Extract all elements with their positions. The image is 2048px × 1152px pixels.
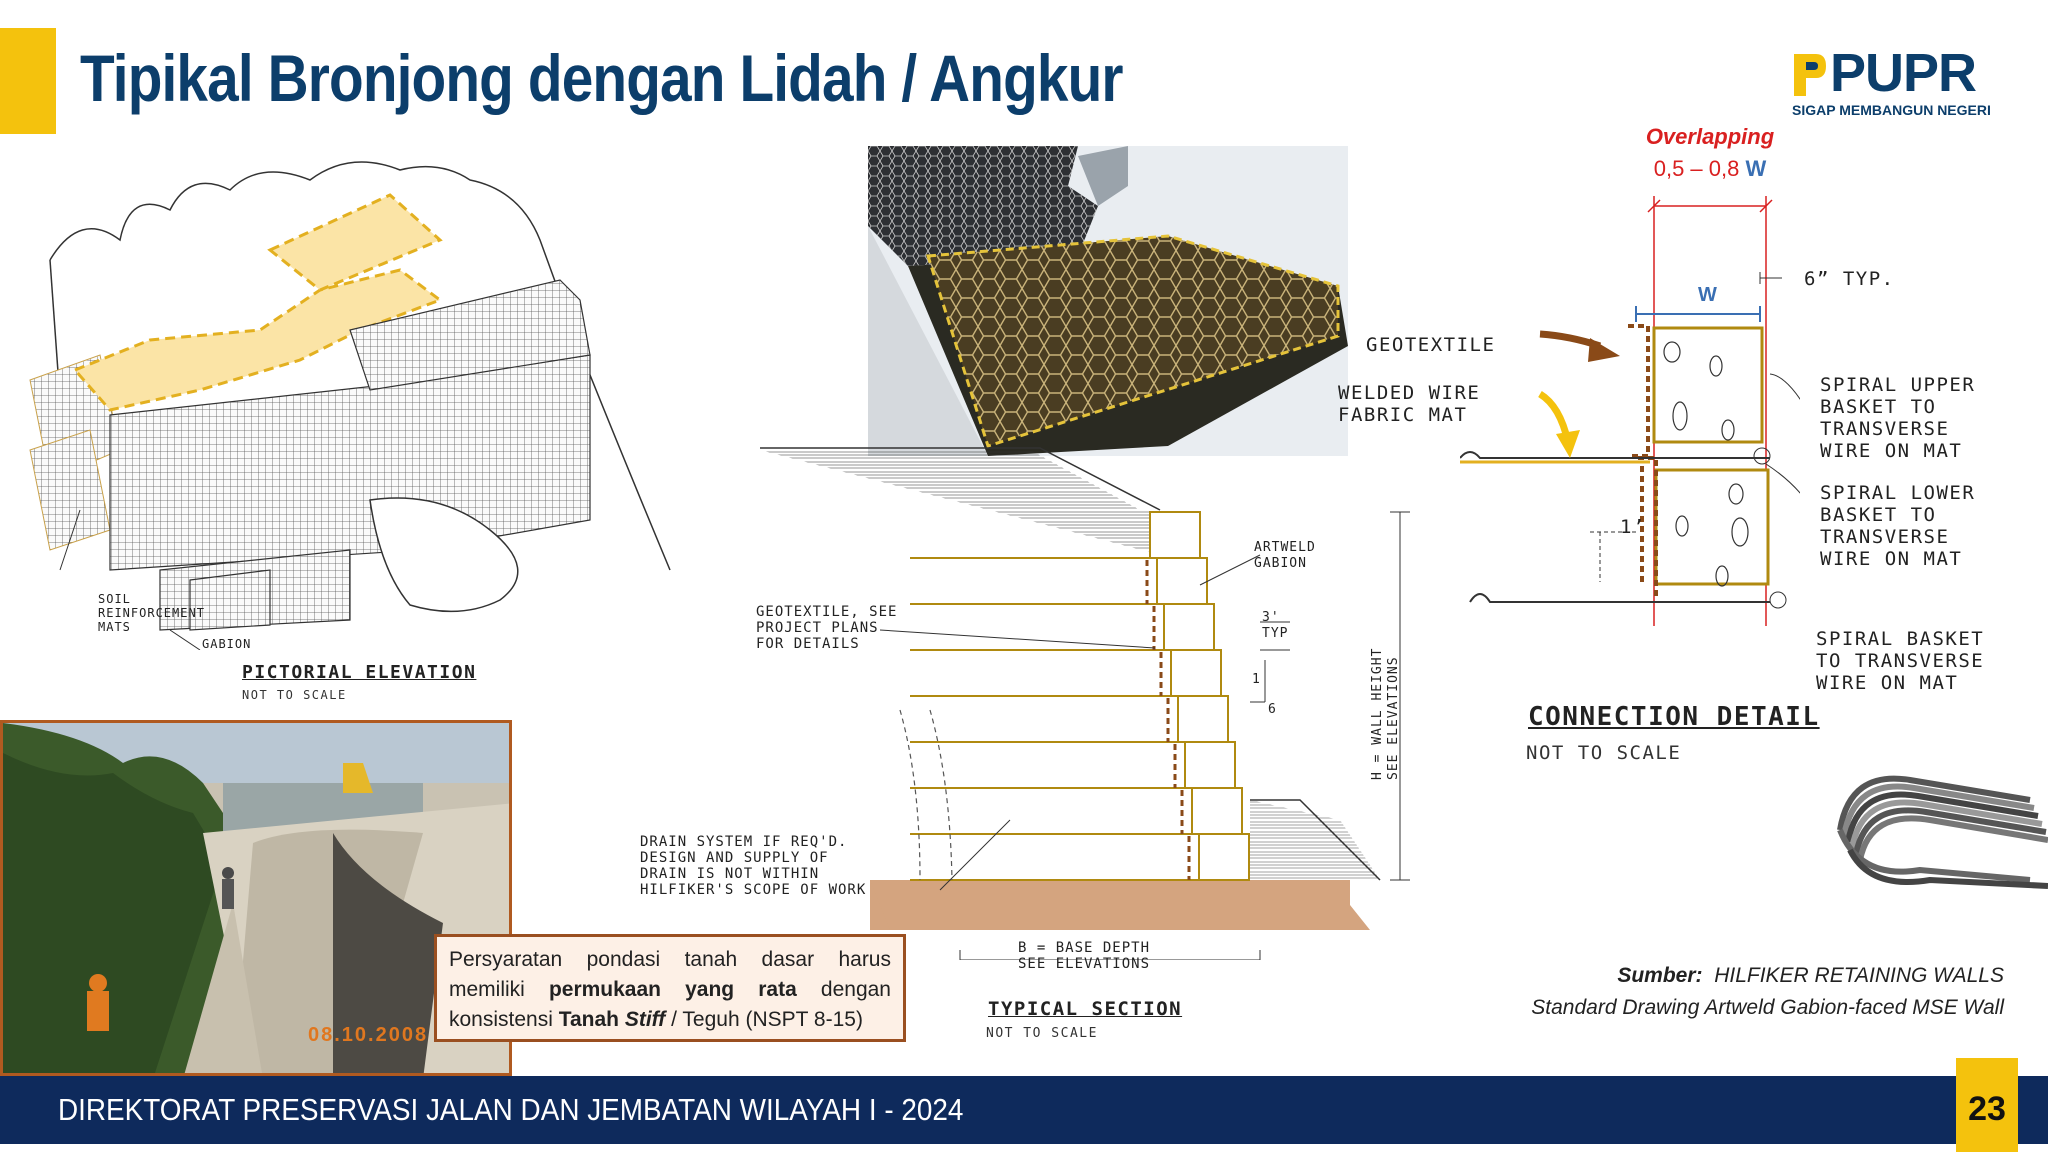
overlap-range-unit: W (1745, 156, 1767, 181)
source-label: Sumber: (1617, 964, 1703, 987)
pupr-emblem-icon (1794, 54, 1826, 96)
label-artweld-gabion: ARTWELD GABION (1254, 540, 1316, 571)
note-bold-italic: Stiff (624, 1008, 666, 1031)
typical-section-title: TYPICAL SECTION (988, 998, 1183, 1020)
label-w: W (1698, 284, 1717, 306)
page-title: Tipikal Bronjong dengan Lidah / Angkur (80, 41, 1123, 115)
label-slope-1: 1 (1252, 672, 1261, 687)
source-line-2: Standard Drawing Artweld Gabion-faced MS… (1531, 996, 2004, 1019)
note-bold-2: Tanah (558, 1008, 625, 1031)
note-text-1: Persyaratan pondasi tanah dasar harus me… (449, 948, 891, 1001)
connection-detail-drawing (1460, 196, 1800, 626)
label-drain-system: DRAIN SYSTEM IF REQ'D. DESIGN AND SUPPLY… (640, 834, 867, 898)
gabion-mattress-photo (868, 146, 1348, 456)
foundation-requirement-note: Persyaratan pondasi tanah dasar harus me… (434, 934, 906, 1042)
footer-bar (0, 1076, 2048, 1144)
label-welded-wire: WELDED WIRE FABRIC MAT (1338, 382, 1481, 426)
overlap-range-value: 0,5 – 0,8 (1653, 156, 1746, 181)
spiral-coil-photo (1837, 775, 2048, 889)
photo-date-stamp: 08.10.2008 (308, 1024, 429, 1046)
title-accent-bar (0, 28, 56, 134)
site-excavation-photo (0, 720, 512, 1076)
logo-text: PUPR (1830, 43, 1977, 103)
overlap-range: 0,5 – 0,8 W (1610, 156, 1810, 182)
overlap-title: Overlapping (1645, 124, 1775, 149)
label-wall-height: H = WALL HEIGHT SEE ELEVATIONS (1370, 647, 1401, 780)
logo-tagline: SIGAP MEMBANGUN NEGERI (1792, 102, 1991, 118)
note-bold-1: permukaan yang rata (548, 978, 797, 1001)
page-number: 23 (1968, 1090, 2006, 1128)
typical-section-subtitle: NOT TO SCALE (986, 1026, 1098, 1041)
label-slope-6: 6 (1268, 702, 1277, 717)
label-gabion: GABION (202, 637, 252, 651)
label-geotextile-detail: GEOTEXTILE (1366, 334, 1496, 356)
page-number-box (1956, 1058, 2018, 1152)
label-spiral-basket: SPIRAL BASKET TO TRANSVERSE WIRE ON MAT (1816, 628, 1985, 694)
pictorial-elevation-subtitle: NOT TO SCALE (242, 688, 347, 702)
label-base-depth: B = BASE DEPTH SEE ELEVATIONS (1018, 940, 1151, 972)
label-geotextile-section: GEOTEXTILE, SEE PROJECT PLANS FOR DETAIL… (756, 604, 898, 652)
note-text-3: / Teguh (NSPT 8-15) (665, 1008, 863, 1031)
source-line-1: HILFIKER RETAINING WALLS (1714, 964, 2004, 987)
label-3-typ: 3' TYP (1262, 610, 1289, 641)
label-soil-reinforcement: SOIL REINFORCEMENT MATS (98, 592, 205, 634)
pictorial-elevation-title: PICTORIAL ELEVATION (242, 662, 477, 683)
connection-detail-subtitle: NOT TO SCALE (1526, 742, 1682, 764)
connection-detail-title: CONNECTION DETAIL (1528, 702, 1820, 732)
label-spiral-upper: SPIRAL UPPER BASKET TO TRANSVERSE WIRE O… (1820, 374, 1976, 462)
note-text-2: dengan konsistensi (449, 978, 891, 1031)
pictorial-elevation-drawing (29, 161, 671, 650)
footer-text: DIREKTORAT PRESERVASI JALAN DAN JEMBATAN… (58, 1092, 964, 1127)
source-citation: Sumber: HILFIKER RETAINING WALLS Standar… (1420, 960, 2004, 1024)
pupr-logo: PUPR SIGAP MEMBANGUN NEGERI (1790, 43, 2030, 126)
label-spiral-lower: SPIRAL LOWER BASKET TO TRANSVERSE WIRE O… (1820, 482, 1976, 570)
typical-section-drawing (760, 447, 1410, 960)
label-6-typ: 6” TYP. (1804, 268, 1895, 290)
label-1-ft: 1’ (1620, 516, 1646, 538)
